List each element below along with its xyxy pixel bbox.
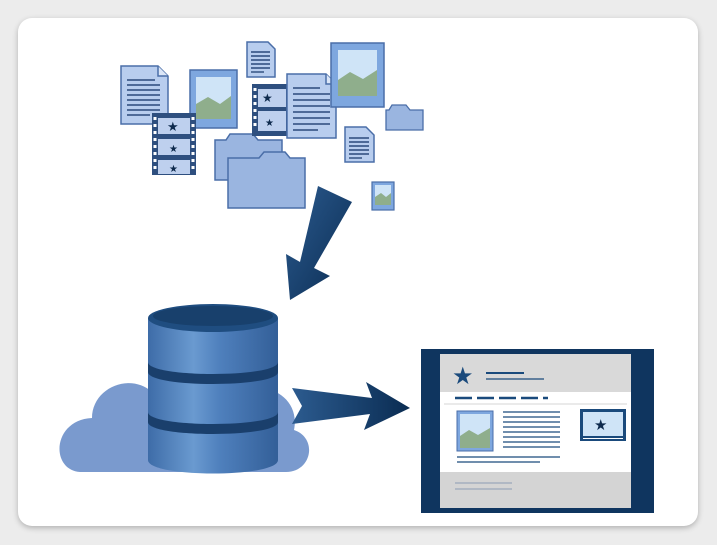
video-thumbnail: ★ bbox=[580, 409, 626, 441]
image-icon bbox=[189, 69, 238, 129]
document-icon bbox=[286, 73, 337, 139]
database-icon bbox=[148, 304, 278, 474]
svg-text:★: ★ bbox=[167, 120, 179, 135]
star-icon: ★ bbox=[452, 362, 474, 390]
svg-text:★: ★ bbox=[265, 118, 274, 129]
star-icon: ★ bbox=[594, 416, 607, 434]
content-text-lines bbox=[457, 411, 560, 463]
svg-text:★: ★ bbox=[169, 164, 178, 175]
document-icon bbox=[344, 126, 375, 163]
film-strip-icon: ★ ★ bbox=[252, 84, 292, 136]
image-icon bbox=[371, 181, 395, 211]
arrow-down-icon bbox=[286, 186, 352, 300]
image-icon bbox=[330, 42, 385, 108]
page-footer bbox=[440, 472, 631, 508]
arrow-right-icon bbox=[292, 382, 410, 430]
svg-text:★: ★ bbox=[169, 144, 178, 155]
image-icon bbox=[456, 410, 494, 452]
film-strip-icon: ★ ★ ★ bbox=[152, 113, 196, 175]
folder-icon bbox=[227, 151, 306, 209]
document-icon bbox=[120, 65, 169, 125]
source-files-cluster: ★ ★ ★ bbox=[120, 41, 424, 211]
folder-icon bbox=[385, 104, 424, 131]
web-page-icon: ★ ★ bbox=[421, 349, 654, 513]
document-icon bbox=[246, 41, 276, 78]
svg-text:★: ★ bbox=[262, 91, 273, 105]
